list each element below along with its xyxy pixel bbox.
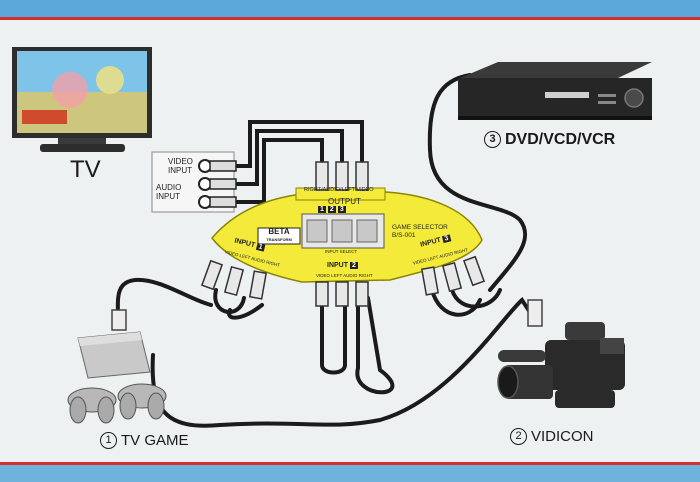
tv-video-input-line1: VIDEO	[168, 157, 193, 166]
selector-brand-name: BETA	[268, 227, 290, 236]
controller-left	[67, 387, 117, 424]
tv-screen-logo	[22, 110, 67, 124]
input1-jack-video	[200, 259, 224, 291]
camcorder-grip	[555, 390, 615, 408]
selector-input-select: INPUT SELECT	[325, 249, 358, 254]
selector-brand: BETA TRANSFORM	[262, 228, 296, 244]
camcorder-lens	[497, 365, 519, 399]
input3-jack-left	[441, 261, 463, 293]
tv-jack-audio-right	[198, 195, 237, 209]
selector-button-1	[306, 219, 328, 243]
selector-title-block: GAME SELECTOR B/S-001	[392, 224, 448, 240]
dvd-player	[458, 62, 652, 120]
dvd-dial	[624, 88, 644, 108]
output-number-2: 2	[327, 206, 336, 213]
dvd-display	[545, 92, 589, 98]
cables	[115, 73, 537, 428]
cable-output-video	[234, 120, 364, 168]
cable-input3-loop-a	[430, 288, 482, 317]
output-jack-right	[315, 161, 329, 191]
input1-number: 1	[255, 242, 266, 252]
input1-jack-right	[248, 270, 268, 300]
selector-brand-box	[257, 227, 301, 245]
cable-input2-loop-a	[320, 296, 347, 375]
cable-input3-loop-b	[450, 288, 502, 309]
camcorder-viewfinder	[600, 338, 624, 354]
vidicon-label-text: VIDICON	[531, 428, 594, 445]
dvd-buttons	[598, 94, 616, 97]
input3-jack-video	[420, 266, 440, 296]
output-number-1: 1	[318, 206, 326, 213]
input1-jack-left	[223, 265, 245, 297]
tv-video-input-label: VIDEO INPUT	[168, 157, 193, 175]
tv	[12, 47, 152, 152]
game-selector	[211, 187, 483, 283]
output-jack-video	[355, 161, 369, 191]
selector-input1-jacks	[200, 259, 268, 300]
cable-input2-loop-b	[355, 296, 395, 395]
tv-game-label-text: TV GAME	[121, 432, 189, 449]
cable-tvgame	[115, 277, 213, 320]
tv-video-input-line2: INPUT	[168, 166, 192, 175]
selector-input3-jacks	[420, 255, 486, 296]
selector-button-3	[356, 219, 378, 243]
camcorder-plug	[527, 299, 543, 327]
output-jack-left	[335, 161, 349, 191]
console-plug	[111, 309, 127, 331]
tv-screen-figure	[52, 72, 88, 108]
input2-jack-left	[335, 281, 349, 307]
selector-input2-jacks	[315, 281, 369, 307]
cable-output-audio-right	[234, 138, 324, 204]
tv-game-console	[67, 309, 167, 424]
input2-label-text: INPUT	[327, 262, 348, 269]
vidicon-number-badge: 2	[510, 428, 527, 445]
selector-brand-sub: TRANSFORM	[266, 237, 292, 242]
tv-stand	[40, 144, 125, 152]
tv-jack-audio-left	[198, 177, 237, 191]
tv-input-panel	[151, 151, 237, 213]
dvd-base	[458, 116, 652, 120]
input2-number: 2	[349, 262, 358, 269]
tv-jack-video	[198, 159, 237, 173]
tv-audio-input-line2: INPUT	[156, 192, 180, 201]
controller-right	[117, 383, 167, 420]
tv-audio-input-line1: AUDIO	[156, 183, 182, 192]
dvd-label-text: DVD/VCD/VCR	[505, 131, 616, 148]
dvd-top	[460, 62, 652, 78]
tv-audio-input-label: AUDIO INPUT	[156, 183, 181, 201]
selector-output-label: OUTPUT	[328, 197, 361, 206]
camcorder-mic	[498, 350, 546, 362]
output-number-3: 3	[337, 206, 346, 213]
bottom-band	[0, 465, 700, 482]
dvd-buttons-2	[598, 101, 616, 104]
selector-output-jacks	[315, 161, 369, 191]
input3-jack-right	[462, 255, 486, 287]
cable-dvd	[427, 73, 528, 292]
camcorder-handle	[565, 322, 605, 340]
input2-jack-right	[355, 281, 369, 307]
selector-input2-channels: VIDEO LEFT AUDIO RIGHT	[316, 273, 373, 278]
cable-input1-loop-b	[213, 288, 246, 314]
cable-output-audio-left	[234, 129, 344, 186]
tv-label: TV	[70, 156, 101, 183]
tv-screen-figure-2	[96, 66, 124, 94]
input2-jack-video	[315, 281, 329, 307]
cable-vidicon	[150, 296, 537, 428]
selector-output-channels: RIGHT/AUDIO/LEFT VIDEO	[304, 187, 374, 193]
dvd-number-badge: 3	[484, 131, 501, 148]
tv-neck	[58, 138, 106, 144]
selector-title: GAME SELECTOR	[392, 224, 448, 231]
camcorder	[497, 299, 625, 408]
selector-button-2	[331, 219, 353, 243]
selector-model: B/S-001	[392, 232, 416, 239]
console-top	[78, 332, 142, 346]
selector-input2-label: INPUT 2	[327, 262, 358, 269]
tv-game-number-badge: 1	[100, 432, 117, 449]
